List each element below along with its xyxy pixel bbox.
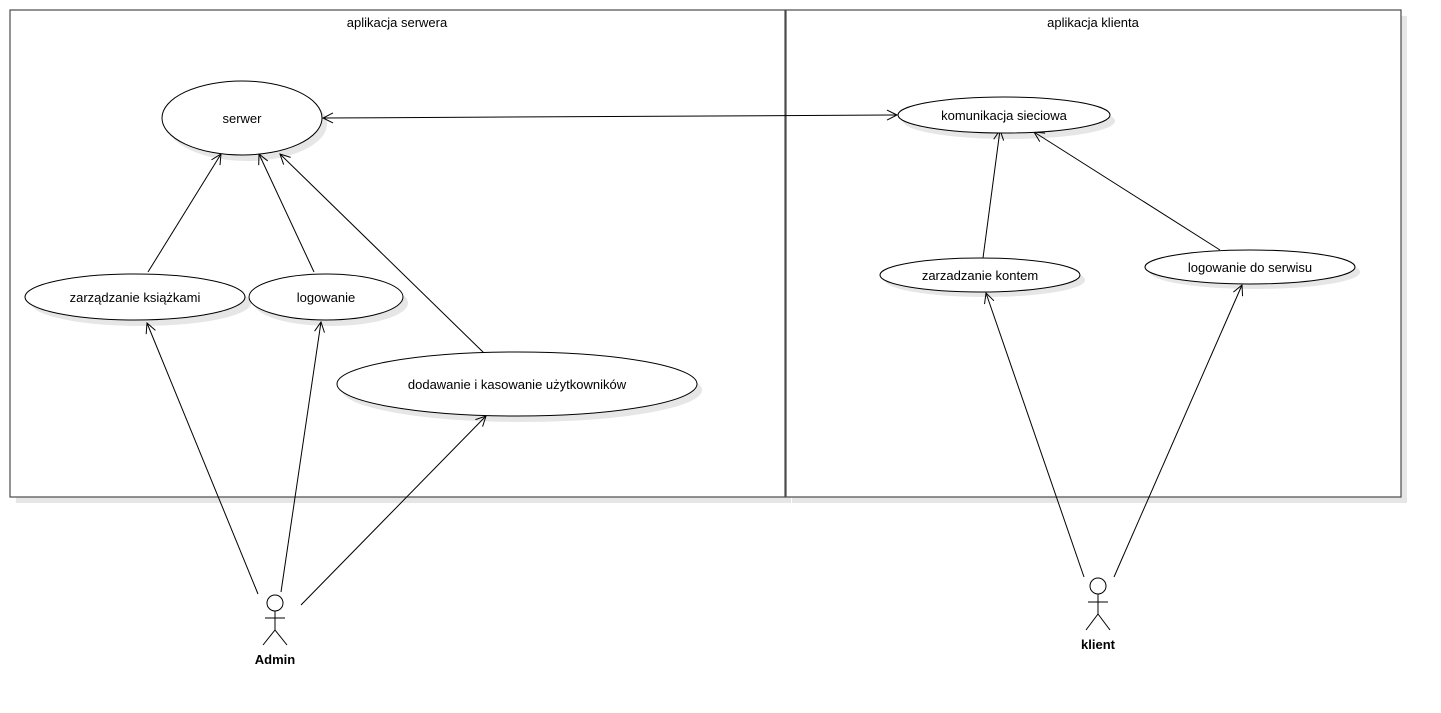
associations [147, 115, 1242, 606]
use-case-serwer-label: serwer [222, 111, 262, 126]
server-system-title: aplikacja serwera [347, 15, 448, 30]
serwer-komunikacja-link [323, 115, 897, 118]
use-case-zarzadzanie-ksiazkami [24, 273, 246, 321]
serwis-to-komunikacja-link [1034, 132, 1221, 251]
admin-to-logowanie-link [280, 322, 321, 593]
klient-actor-label: klient [1081, 637, 1116, 652]
use-case-zarzadzanie-kontem-label: zarzadzanie kontem [922, 268, 1038, 283]
use-case-zarzadzanie-kontem [879, 257, 1081, 293]
admin-to-ksiazki-link [147, 323, 259, 595]
use-case-komunikacja-sieciowa [897, 96, 1111, 134]
use-case-logowanie-do-serwisu [1144, 249, 1356, 285]
server-system-boundary [9, 9, 786, 498]
admin-actor-label: Admin [255, 652, 296, 667]
klient-actor-icon [1085, 577, 1111, 631]
use-case-logowanie [248, 273, 404, 321]
use-case-dodawanie-label: dodawanie i kasowanie użytkowników [408, 377, 627, 392]
admin-actor-icon [262, 594, 288, 646]
logowanie-to-serwer-link [259, 154, 315, 273]
use-case-zarzadzanie-ksiazkami-label: zarządzanie książkami [70, 290, 201, 305]
use-case-logowanie-serwis-label: logowanie do serwisu [1188, 260, 1312, 275]
dodawanie-to-serwer-link [280, 154, 485, 354]
klient-to-serwis-link [1113, 285, 1242, 578]
use-case-komunikacja-label: komunikacja sieciowa [941, 108, 1067, 123]
ksiazki-to-serwer-link [147, 154, 221, 273]
use-case-dodawanie-uzytkownikow [336, 351, 698, 417]
konto-to-komunikacja-link [982, 130, 1000, 259]
klient-to-konto-link [986, 293, 1085, 578]
admin-to-dodawanie-link [300, 416, 486, 606]
use-case-serwer [161, 80, 323, 156]
use-case-logowanie-label: logowanie [297, 290, 356, 305]
client-system-title: aplikacja klienta [1047, 15, 1140, 30]
